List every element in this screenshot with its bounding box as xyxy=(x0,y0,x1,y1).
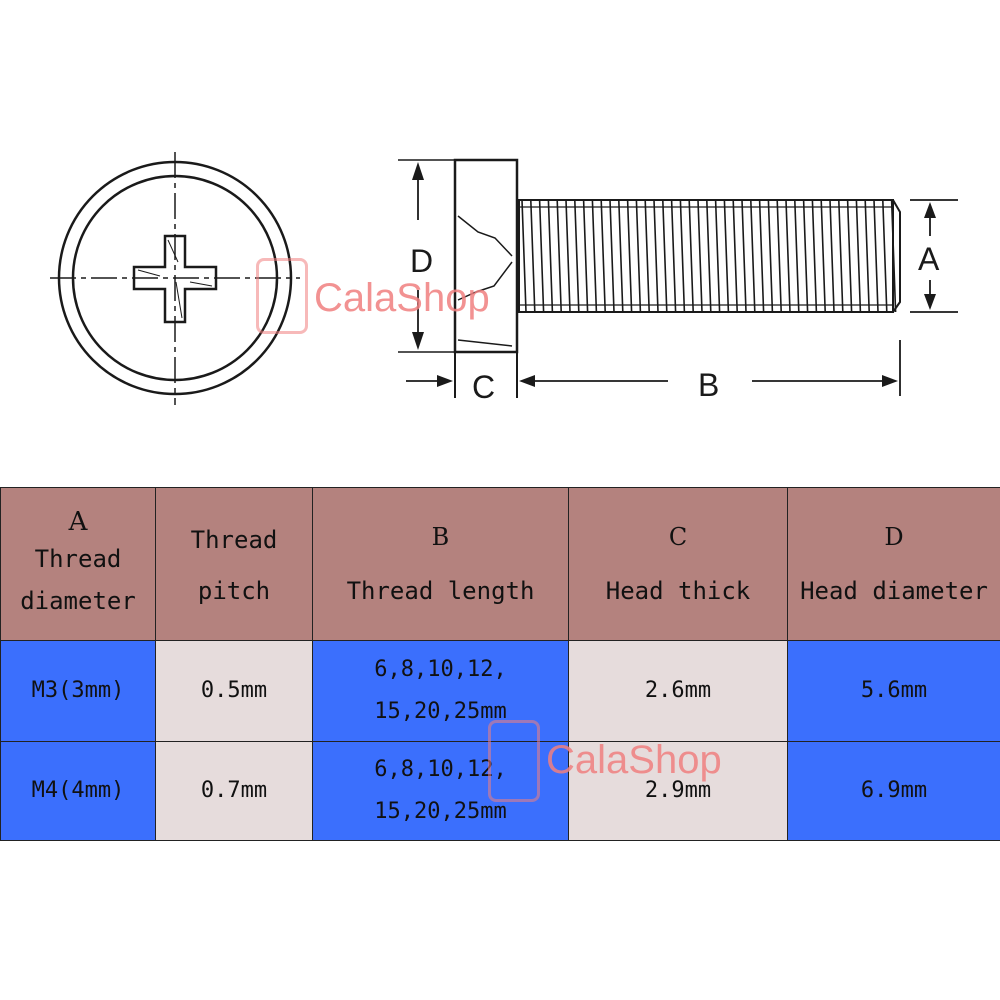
header-line: Head thick xyxy=(605,577,751,605)
phillips-cross-icon xyxy=(132,234,218,324)
header-line: Thread xyxy=(190,526,278,554)
header-line: Head diameter xyxy=(800,577,988,605)
cell-length-line: 6,8,10,12, xyxy=(374,757,507,782)
header-letter: B xyxy=(431,523,450,551)
cell-length: 6,8,10,12, 15,20,25mm xyxy=(312,741,569,841)
header-line: Thread xyxy=(34,545,122,573)
table-row: M4(4mm) 0.7mm 6,8,10,12, 15,20,25mm 2.9m… xyxy=(0,741,1000,841)
header-thread-pitch: Thread pitch xyxy=(155,487,313,641)
header-line: pitch xyxy=(197,577,271,605)
cell-pitch: 0.5mm xyxy=(155,640,313,742)
table-header-row: A Thread diameter Thread pitch B Thread … xyxy=(0,487,1000,641)
cell-size: M3(3mm) xyxy=(0,640,156,742)
cell-length-line: 15,20,25mm xyxy=(374,699,507,724)
header-head-thick: C Head thick xyxy=(568,487,788,641)
dimension-label-a: A xyxy=(918,241,940,277)
header-letter: C xyxy=(668,523,688,551)
header-thread-length: B Thread length xyxy=(312,487,569,641)
header-letter: D xyxy=(884,523,904,551)
screw-diagram: D A C B xyxy=(50,152,958,405)
cell-head-diameter: 6.9mm xyxy=(787,741,1000,841)
dimension-label-c: C xyxy=(472,369,495,405)
spec-table: A Thread diameter Thread pitch B Thread … xyxy=(0,487,1000,841)
cell-pitch: 0.7mm xyxy=(155,741,313,841)
cell-head-thick: 2.9mm xyxy=(568,741,788,841)
cell-length-line: 6,8,10,12, xyxy=(374,657,507,682)
screw-head-side-view xyxy=(398,158,519,398)
header-line: diameter xyxy=(20,587,136,615)
cell-length: 6,8,10,12, 15,20,25mm xyxy=(312,640,569,742)
cell-size: M4(4mm) xyxy=(0,741,156,841)
table-row: M3(3mm) 0.5mm 6,8,10,12, 15,20,25mm 2.6m… xyxy=(0,640,1000,742)
screw-thread-side-view xyxy=(518,199,901,313)
cell-length-line: 15,20,25mm xyxy=(374,799,507,824)
cell-head-diameter: 5.6mm xyxy=(787,640,1000,742)
header-letter: A xyxy=(68,507,88,537)
header-thread-diameter: A Thread diameter xyxy=(0,487,156,641)
dimension-label-b: B xyxy=(698,367,719,403)
header-line: Thread length xyxy=(346,577,535,605)
screw-head-top-view xyxy=(50,152,300,405)
dimension-label-d: D xyxy=(410,243,433,279)
header-head-diameter: D Head diameter xyxy=(787,487,1000,641)
cell-head-thick: 2.6mm xyxy=(568,640,788,742)
dimension-lines xyxy=(406,172,958,396)
